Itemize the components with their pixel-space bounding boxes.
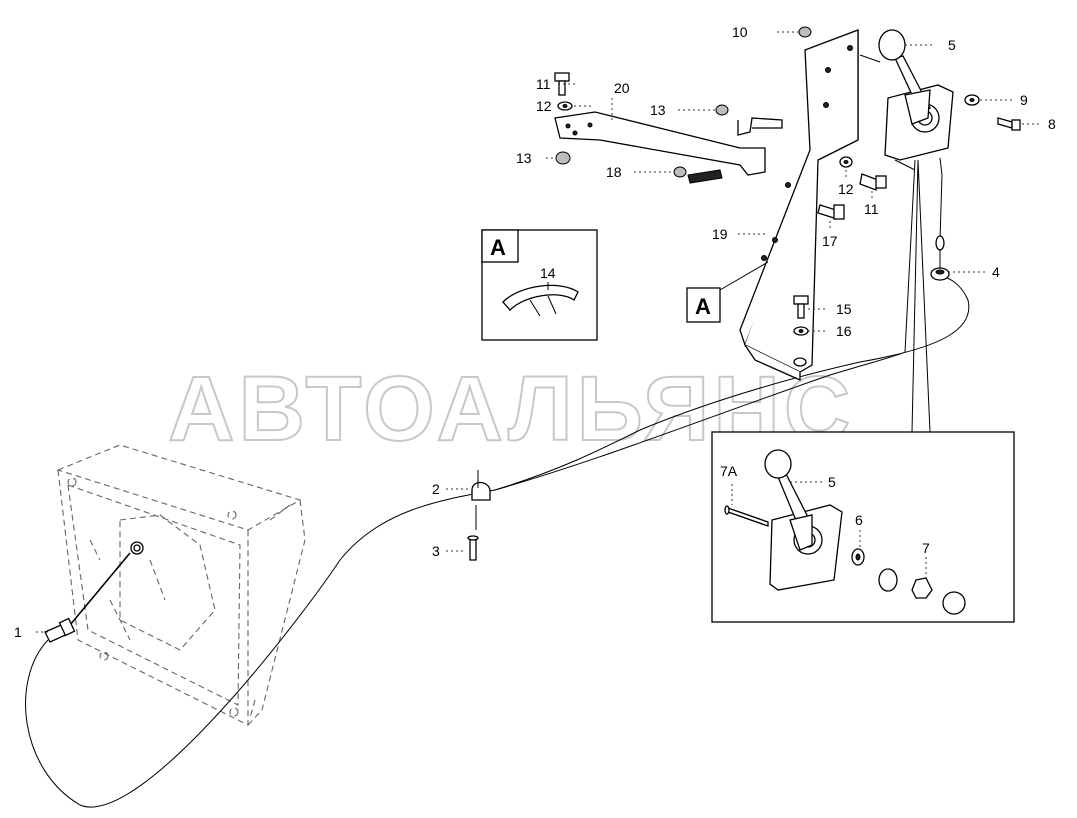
label-14: 14 <box>540 265 556 281</box>
label-2: 2 <box>432 481 440 497</box>
label-1: 1 <box>14 624 22 640</box>
label-15: 15 <box>836 301 852 317</box>
arm-bracket <box>554 111 783 184</box>
cable-clamp <box>471 470 491 501</box>
label-5-detail: 5 <box>828 474 836 490</box>
view-a-pointer: A <box>686 261 769 323</box>
label-10: 10 <box>732 24 748 40</box>
label-9: 9 <box>1020 92 1028 108</box>
cable-end-fitting <box>44 541 144 643</box>
view-a-letter: A <box>490 235 506 260</box>
label-11-lower: 11 <box>864 201 879 217</box>
label-3: 3 <box>432 543 440 559</box>
label-17: 17 <box>822 233 838 249</box>
view-a-pointer-letter: A <box>695 294 711 319</box>
view-a-detail: A 14 <box>481 229 598 341</box>
label-13-right: 13 <box>650 102 666 118</box>
fasteners-top <box>554 26 1021 336</box>
label-13-left: 13 <box>516 150 532 166</box>
mounting-bracket <box>739 29 859 382</box>
control-lever-top <box>859 29 954 171</box>
dashed-housing <box>56 444 306 726</box>
label-5: 5 <box>948 37 956 53</box>
label-16: 16 <box>836 323 852 339</box>
label-6: 6 <box>855 512 863 528</box>
label-4: 4 <box>992 264 1000 280</box>
label-11-upper: 11 <box>536 76 551 92</box>
label-19: 19 <box>712 226 728 242</box>
label-20: 20 <box>614 80 630 96</box>
label-8: 8 <box>1048 116 1056 132</box>
label-7a: 7A <box>720 463 738 479</box>
cable-grommet <box>930 235 950 281</box>
control-cable <box>25 157 970 808</box>
lever-detail-box <box>711 159 1015 623</box>
label-18: 18 <box>606 164 622 180</box>
label-12-lower: 12 <box>838 181 854 197</box>
label-7: 7 <box>922 540 930 556</box>
label-12-upper: 12 <box>536 98 552 114</box>
clamp-screw <box>467 505 479 561</box>
leader-lines <box>36 31 1040 633</box>
part-labels: 1 2 3 4 5 5 6 7 7A 8 9 10 11 11 12 12 13… <box>14 24 1056 640</box>
